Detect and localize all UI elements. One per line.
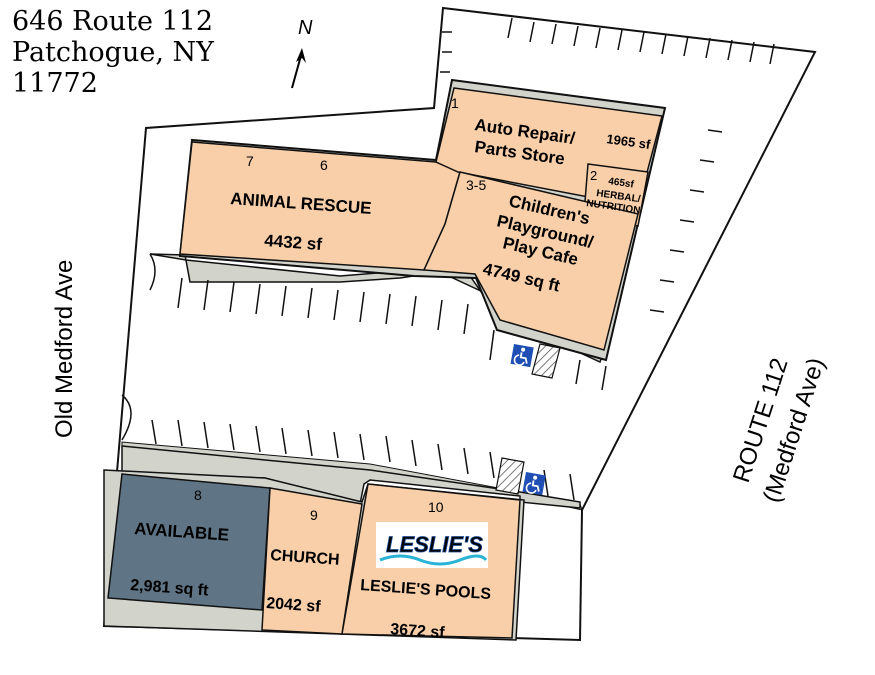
- unit-10-size: 3672 sf: [390, 621, 446, 642]
- unit-2-size: 465sf: [608, 176, 636, 191]
- leslies-logo: LESLIE'S: [376, 522, 488, 568]
- unit-1-number: 1: [451, 95, 459, 111]
- address-line-1: 646 Route 112: [12, 6, 214, 37]
- unit-8-number: 8: [194, 487, 202, 503]
- leslies-logo-text: LESLIE'S: [386, 532, 483, 557]
- unit-8-available: [107, 473, 271, 611]
- unit-9-size: 2042 sf: [266, 595, 322, 616]
- unit-3-5-number: 3-5: [466, 177, 486, 193]
- unit-8-size: 2,981 sq ft: [130, 577, 210, 599]
- unit-6-number: 6: [320, 157, 328, 173]
- unit-7-number: 7: [246, 153, 254, 169]
- accessible-parking-icon-south: [522, 472, 546, 496]
- west-curb-curve-2: [121, 394, 132, 441]
- accessible-parking-icon: [510, 344, 534, 368]
- road-label-west: Old Medford Ave: [51, 260, 78, 438]
- hatched-access-aisle-north: [531, 343, 561, 379]
- west-curb-curve: [149, 253, 156, 291]
- parking-stripes: [151, 17, 775, 501]
- address-block: 646 Route 112 Patchogue, NY 11772: [12, 6, 214, 99]
- unit-1-size: 1965 sf: [606, 131, 652, 152]
- unit-10-number: 10: [428, 499, 444, 515]
- address-line-2: Patchogue, NY: [12, 37, 214, 68]
- unit-9-name: CHURCH: [270, 547, 340, 569]
- unit-2-number: 2: [590, 168, 597, 183]
- address-line-3: 11772: [12, 68, 98, 99]
- unit-3-5-childrens: [422, 171, 639, 351]
- unit-9-number: 9: [310, 507, 318, 523]
- unit-6-7-size: 4432 sf: [264, 231, 323, 254]
- north-arrow-icon: N: [291, 17, 313, 89]
- compass-label: N: [298, 17, 313, 39]
- hatched-access-aisle-south: [495, 457, 525, 495]
